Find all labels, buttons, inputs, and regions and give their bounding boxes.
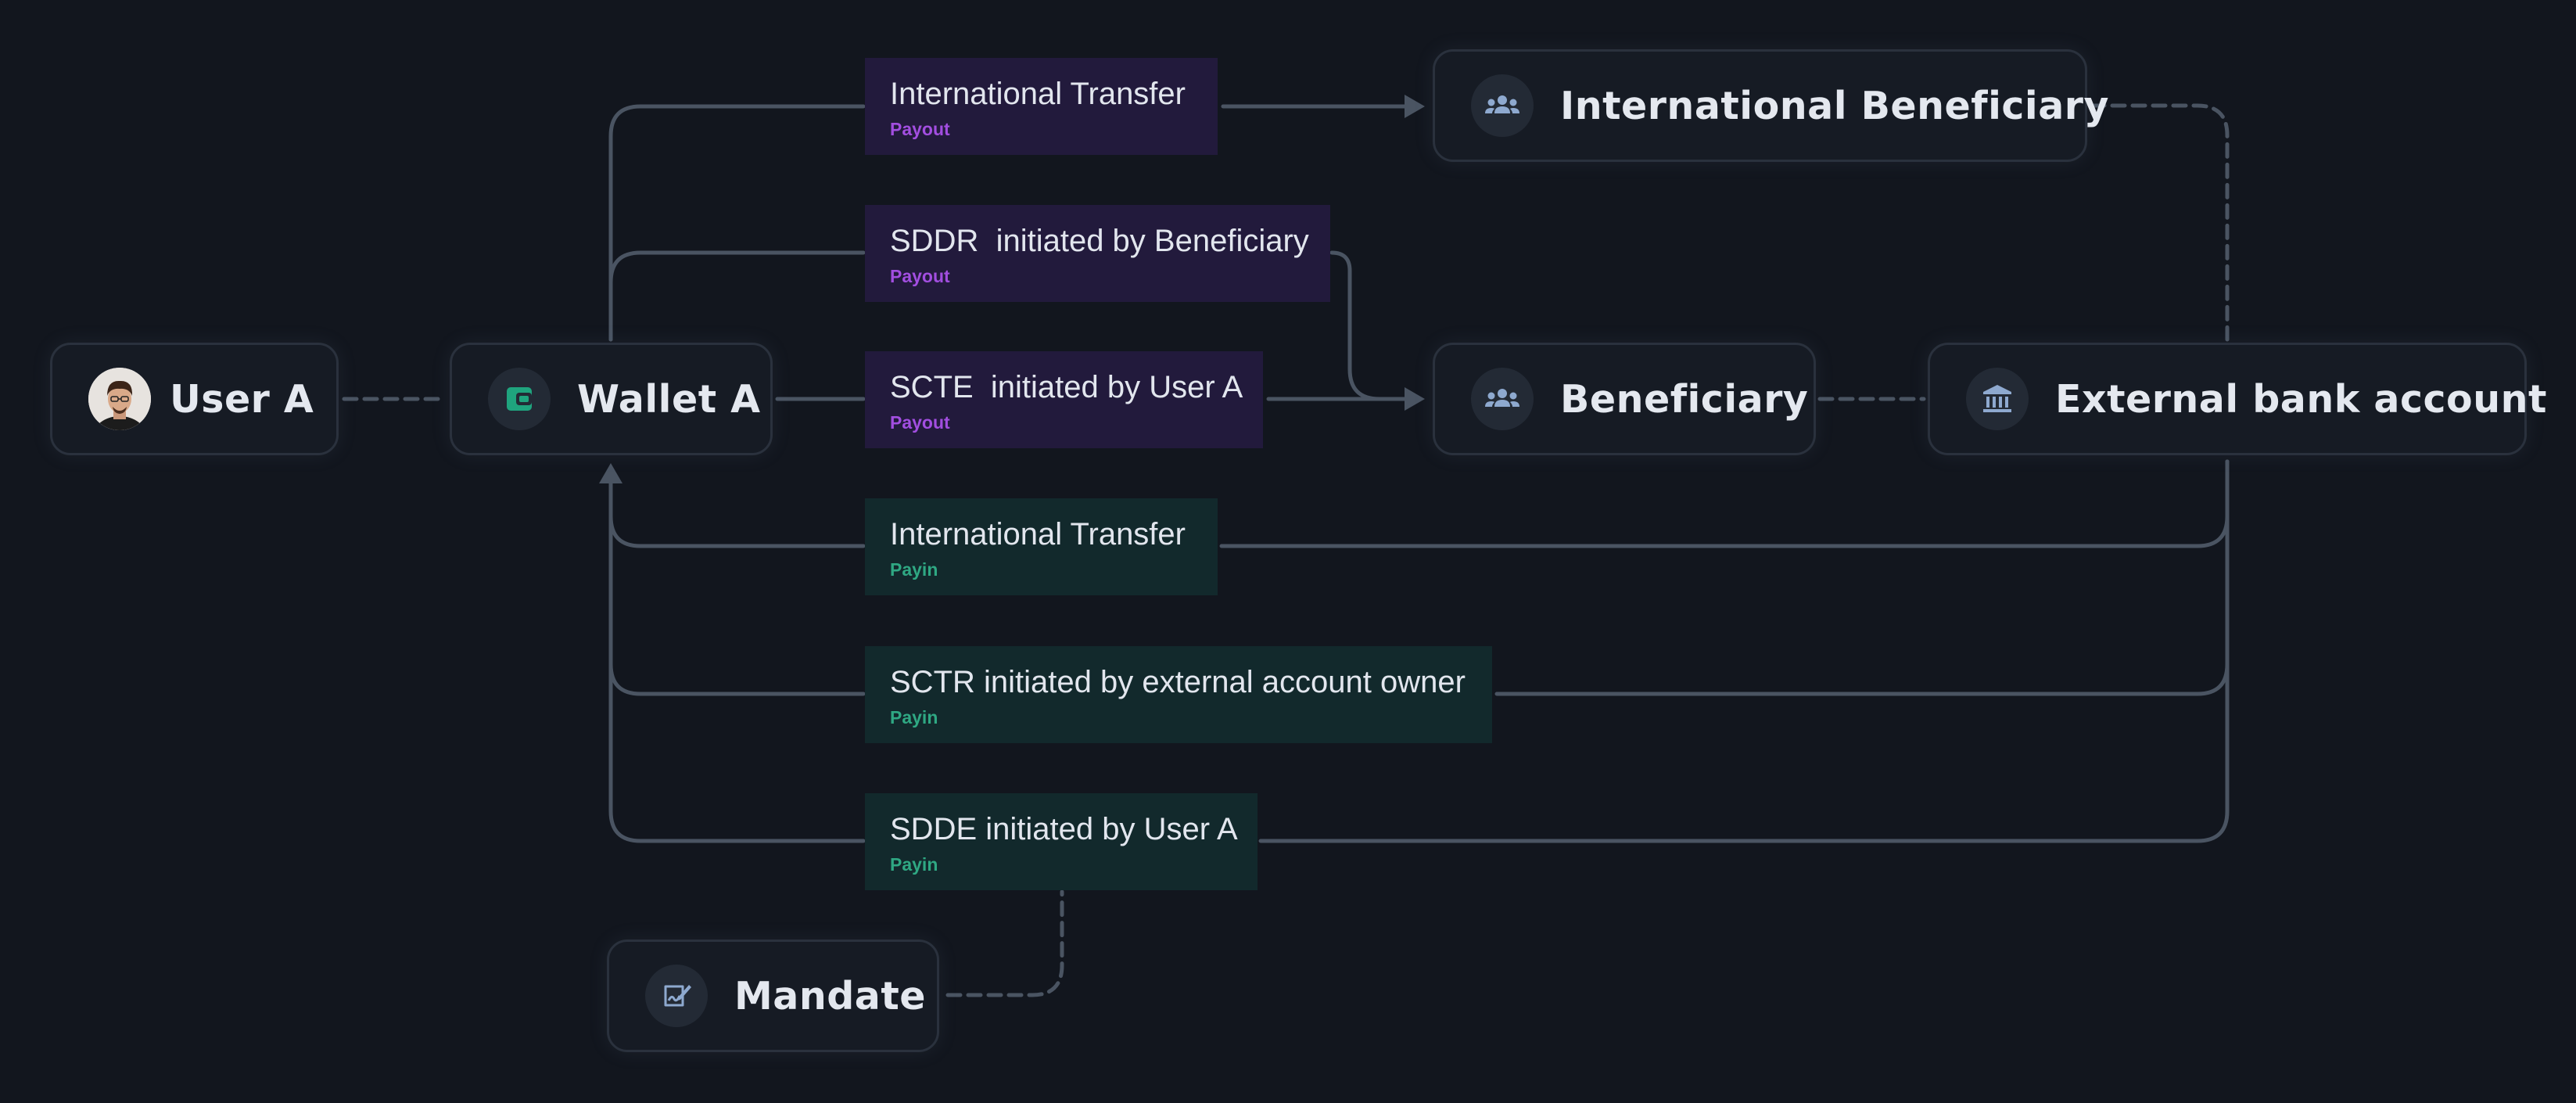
flow-type: Payin	[890, 854, 938, 875]
beneficiary-node[interactable]: Beneficiary	[1433, 343, 1816, 455]
flow-type: Payout	[890, 266, 950, 286]
flow-title: SDDR initiated by Beneficiary	[890, 224, 1309, 258]
arrow-sddr-beneficiary	[1329, 250, 1421, 401]
arrow-sctr-wallet	[608, 467, 866, 696]
line-wallet-intl-transfer	[608, 104, 866, 342]
flow-international-transfer-payout[interactable]: International Transfer Payout	[865, 58, 1218, 155]
wallet-a-label: Wallet A	[577, 376, 761, 422]
bank-icon	[1966, 368, 2029, 430]
arrowhead-wallet	[599, 463, 622, 483]
link-mandate-sdde	[945, 889, 1064, 997]
arrow-sdde-wallet	[608, 467, 866, 843]
mandate-node[interactable]: Mandate	[607, 940, 939, 1052]
user-avatar	[88, 368, 151, 430]
wallet-a-node[interactable]: Wallet A	[450, 343, 773, 455]
flow-title: International Transfer	[890, 517, 1186, 552]
flow-type: Payout	[890, 119, 950, 139]
flow-scte-payout[interactable]: SCTE initiated by User A Payout	[865, 351, 1263, 448]
signed-document-icon	[645, 965, 708, 1027]
user-a-node[interactable]: User A	[50, 343, 339, 455]
arrow-intl-transfer-payin-wallet	[608, 467, 866, 548]
flow-title: SDDE initiated by User A	[890, 812, 1238, 846]
flow-type: Payin	[890, 559, 938, 580]
line-bank-sdde	[1258, 459, 2230, 843]
beneficiary-label: Beneficiary	[1560, 376, 1809, 422]
flow-sdde-payin[interactable]: SDDE initiated by User A Payin	[865, 793, 1258, 890]
line-bank-sctr	[1494, 459, 2230, 696]
external-bank-account-node[interactable]: External bank account	[1928, 343, 2546, 455]
line-wallet-sddr	[608, 250, 866, 342]
arrowhead-beneficiary	[1405, 387, 1425, 411]
people-icon	[1471, 368, 1534, 430]
flow-title: International Transfer	[890, 77, 1186, 111]
flow-type: Payout	[890, 412, 950, 433]
flow-type: Payin	[890, 707, 938, 728]
international-beneficiary-node[interactable]: International Beneficiary	[1433, 49, 2108, 162]
external-bank-account-label: External bank account	[2055, 376, 2547, 422]
flow-sctr-payin[interactable]: SCTR initiated by external account owner…	[865, 646, 1492, 743]
flow-sddr-payout[interactable]: SDDR initiated by Beneficiary Payout	[865, 205, 1330, 302]
people-icon	[1471, 74, 1534, 137]
link-intl-beneficiary-bank	[2090, 103, 2230, 342]
mandate-label: Mandate	[734, 973, 927, 1019]
flow-title: SCTR initiated by external account owner	[890, 665, 1466, 699]
flow-title: SCTE initiated by User A	[890, 370, 1243, 404]
arrowhead-intl-beneficiary	[1405, 95, 1425, 118]
wallet-icon	[488, 368, 551, 430]
international-beneficiary-label: International Beneficiary	[1560, 83, 2109, 128]
line-bank-intl-transfer-payin	[1219, 459, 2230, 548]
user-a-label: User A	[170, 376, 314, 422]
flow-international-transfer-payin[interactable]: International Transfer Payin	[865, 498, 1218, 595]
